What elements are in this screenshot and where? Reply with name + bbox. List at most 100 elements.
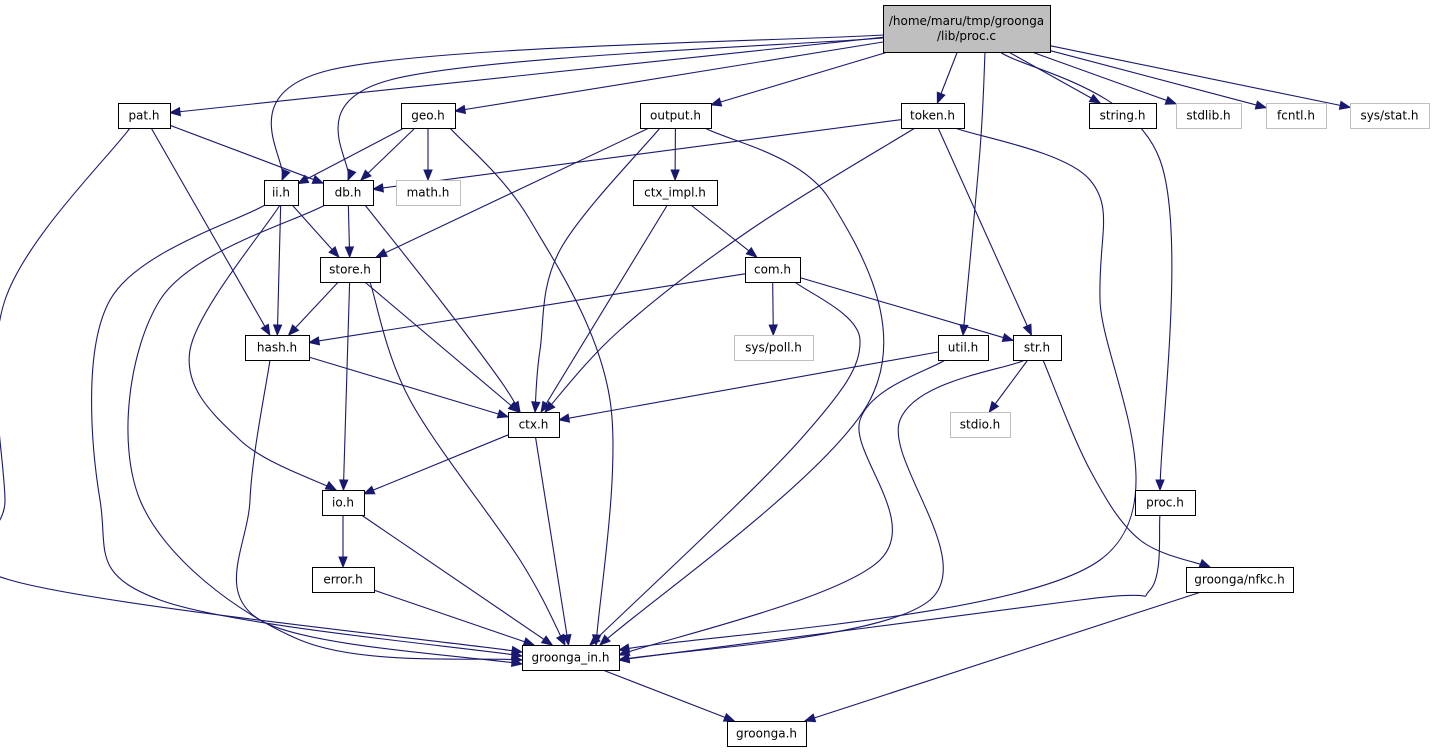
- node-geo-h[interactable]: geo.h: [401, 103, 456, 129]
- edge-proc_c-to-proc_h: [999, 51, 1173, 492]
- edge-proc_c-to-ii_h: [270, 34, 884, 182]
- edge-ii_h-to-hash_h: [272, 204, 283, 337]
- node-box: [508, 412, 560, 438]
- node-output-h[interactable]: output.h: [640, 103, 712, 129]
- node-box: [320, 257, 381, 283]
- node-box: [1013, 335, 1062, 361]
- node-box: [1089, 103, 1157, 129]
- edge-proc_c-to-util_h: [959, 51, 986, 337]
- node-sys-poll-h[interactable]: sys/poll.h: [734, 335, 814, 361]
- node-string-h[interactable]: string.h: [1089, 103, 1157, 129]
- node-db-h[interactable]: db.h: [323, 180, 374, 206]
- node-label: groonga.h: [736, 727, 797, 741]
- edges-layer: [0, 34, 1352, 723]
- node-label: store.h: [329, 263, 371, 277]
- edge-pat_h-to-hash_h: [150, 127, 271, 337]
- edge-proc_c-to-sys_stat_h: [1049, 45, 1352, 110]
- nodes-layer: /home/maru/tmp/groonga/lib/proc.c pat.h ge…: [118, 5, 1430, 747]
- node-label: output.h: [650, 109, 701, 123]
- node-box: [1266, 103, 1327, 129]
- edge-str_h-to-groonga_in_h: [617, 359, 1026, 663]
- node-label: proc.h: [1146, 496, 1184, 510]
- edge-token_h-to-db_h: [371, 119, 902, 193]
- node-box: [1176, 103, 1242, 129]
- node-io-h[interactable]: io.h: [322, 490, 365, 516]
- node-label: db.h: [335, 186, 362, 200]
- node-box: [745, 257, 801, 283]
- node-label: str.h: [1024, 341, 1050, 355]
- node-box: [938, 335, 989, 361]
- edge-store_h-to-io_h: [338, 281, 351, 492]
- edge-store_h-to-ctx_h: [364, 281, 520, 413]
- edge-db_h-to-store_h: [344, 204, 355, 259]
- edge-ctx_h-to-io_h: [362, 434, 509, 495]
- node-label: geo.h: [411, 109, 445, 123]
- edge-proc_c-to-token_h: [936, 51, 958, 105]
- edge-com_h-to-sys_poll_h: [768, 281, 778, 337]
- node-box: [1350, 103, 1430, 129]
- node-box: [312, 567, 375, 593]
- node-ctx-impl-h[interactable]: ctx_impl.h: [633, 180, 718, 206]
- edge-str_h-to-groonga_nfkc_h: [1042, 359, 1212, 568]
- edge-proc_c-to-output_h: [709, 51, 889, 107]
- node-label: util.h: [948, 341, 978, 355]
- node-label: string.h: [1100, 109, 1146, 123]
- node-label: ctx.h: [519, 418, 549, 432]
- node-stdio-h[interactable]: stdio.h: [950, 412, 1011, 438]
- edge-hash_h-to-groonga_in_h: [235, 359, 524, 667]
- node-hash-h[interactable]: hash.h: [245, 335, 310, 361]
- edge-proc_c-to-string_h: [1008, 51, 1102, 104]
- edge-ctx_impl_h-to-com_h: [690, 204, 758, 258]
- edge-groonga_nfkc_h-to-groonga_h: [803, 591, 1202, 723]
- node-label: sys/poll.h: [745, 341, 802, 355]
- edge-str_h-to-stdio_h: [988, 359, 1029, 414]
- edge-proc_c-to-pat_h: [168, 36, 884, 117]
- node-str-h[interactable]: str.h: [1013, 335, 1062, 361]
- node-label: token.h: [910, 109, 955, 123]
- node-com-h[interactable]: com.h: [745, 257, 801, 283]
- node-box: [901, 103, 965, 129]
- node-store-h[interactable]: store.h: [320, 257, 381, 283]
- node-label: groonga/nfkc.h: [1194, 573, 1284, 587]
- node-box: [950, 412, 1011, 438]
- node-label: error.h: [323, 573, 362, 587]
- node-label: math.h: [407, 186, 450, 200]
- node-groonga-nfkc-h[interactable]: groonga/nfkc.h: [1186, 567, 1294, 593]
- edge-ii_h-to-io_h: [188, 204, 338, 491]
- node-util-h[interactable]: util.h: [938, 335, 989, 361]
- node-proc-h[interactable]: proc.h: [1135, 490, 1196, 516]
- node-ii-h[interactable]: ii.h: [264, 180, 299, 206]
- node-error-h[interactable]: error.h: [312, 567, 375, 593]
- edge-proc_c-to-fcntl_h: [1049, 50, 1268, 110]
- edge-hash_h-to-ctx_h: [308, 356, 510, 419]
- edge-token_h-to-groonga_in_h: [617, 127, 1137, 653]
- node-sys-stat-h[interactable]: sys/stat.h: [1350, 103, 1430, 129]
- node-groonga-in-h[interactable]: groonga_in.h: [522, 645, 620, 671]
- node-box: [727, 721, 807, 747]
- node-box: [640, 103, 712, 129]
- edge-com_h-to-str_h: [799, 277, 1015, 342]
- edge-output_h-to-groonga_in_h: [599, 127, 885, 646]
- node-box: [1186, 567, 1294, 593]
- edge-ctx_h-to-groonga_in_h: [534, 436, 572, 647]
- edge-store_h-to-hash_h: [287, 281, 339, 336]
- node-fcntl-h[interactable]: fcntl.h: [1266, 103, 1327, 129]
- edge-proc_c-to-db_h: [337, 37, 884, 182]
- node-token-h[interactable]: token.h: [901, 103, 965, 129]
- node-box: [245, 335, 310, 361]
- edge-groonga_in_h-to-groonga_h: [602, 669, 736, 722]
- edge-geo_h-to-ii_h: [296, 127, 405, 185]
- node-groonga-h[interactable]: groonga.h: [727, 721, 807, 747]
- node-ctx-h[interactable]: ctx.h: [508, 412, 560, 438]
- edge-ctx_impl_h-to-ctx_h: [540, 204, 668, 414]
- node-pat-h[interactable]: pat.h: [118, 103, 171, 129]
- node-label: io.h: [332, 496, 354, 510]
- node-box: [734, 335, 814, 361]
- edge-com_h-to-hash_h: [307, 273, 746, 346]
- node-box: [401, 103, 456, 129]
- node-math-h[interactable]: math.h: [396, 180, 461, 206]
- node-proc-c[interactable]: /home/maru/tmp/groonga/lib/proc.c: [883, 5, 1051, 53]
- node-label: /home/maru/tmp/groonga: [889, 14, 1044, 28]
- node-stdlib-h[interactable]: stdlib.h: [1176, 103, 1242, 129]
